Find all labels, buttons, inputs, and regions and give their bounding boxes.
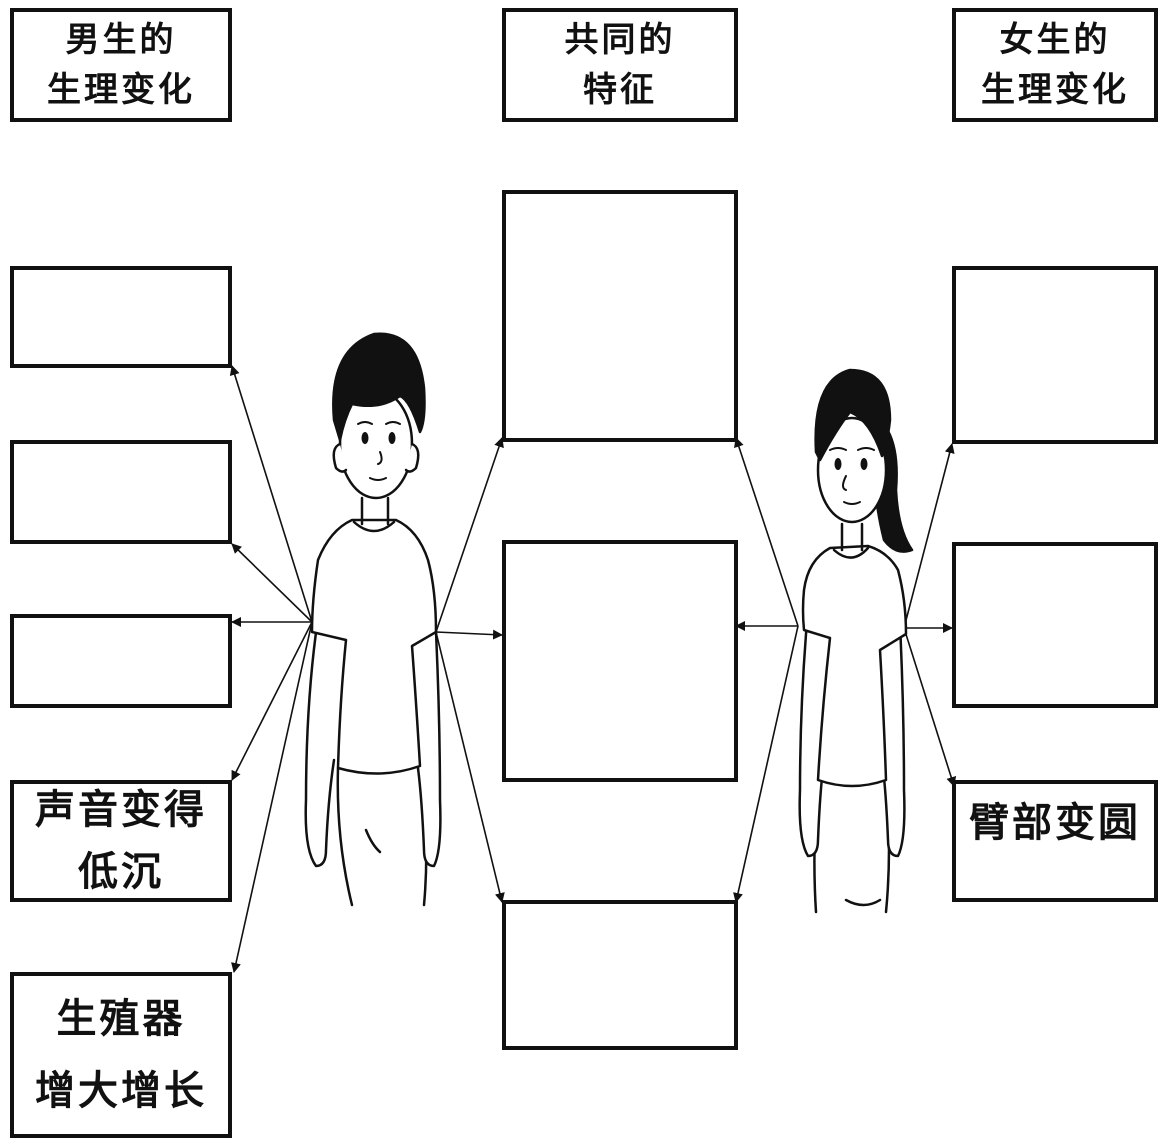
male-box-2[interactable] (10, 440, 232, 544)
male-box-4-text: 声音变得 低沉 (35, 786, 207, 895)
male-box-5-text: 生殖器 增大增长 (35, 995, 207, 1114)
header-common-features: 共同的 特征 (502, 8, 738, 122)
arrow-girl-to-common-box-3 (733, 625, 799, 903)
arrow-boy-to-common-box-1 (435, 437, 504, 633)
arrow-boy-to-common-box-3 (435, 631, 505, 903)
common-box-3[interactable] (502, 900, 738, 1050)
female-box-1[interactable] (952, 266, 1158, 444)
arrow-boy-to-male-box-5 (231, 621, 313, 973)
girl-figure (798, 368, 914, 914)
arrow-boy-to-common-box-2 (435, 629, 503, 640)
header-female-changes-label: 女生的 生理变化 (981, 20, 1129, 110)
header-female-changes: 女生的 生理变化 (952, 8, 1158, 122)
male-box-5: 生殖器 增大增长 (10, 972, 232, 1138)
girl-arrows (733, 437, 957, 903)
arrow-boy-to-male-box-2 (231, 543, 313, 623)
arrow-boy-to-male-box-1 (229, 365, 313, 623)
common-box-1[interactable] (502, 190, 738, 442)
male-box-1[interactable] (10, 266, 232, 368)
common-box-2[interactable] (502, 540, 738, 782)
header-common-features-label: 共同的 特征 (564, 20, 676, 110)
arrow-girl-to-female-box-1 (903, 443, 955, 629)
header-male-changes: 男生的 生理变化 (10, 8, 232, 122)
arrow-boy-to-male-box-4 (231, 621, 313, 781)
header-male-changes-label: 男生的 生理变化 (47, 20, 195, 110)
male-box-3[interactable] (10, 614, 232, 708)
arrow-girl-to-common-box-1 (734, 437, 799, 627)
female-box-3-text: 臂部变圆 (969, 799, 1141, 846)
arrow-girl-to-female-box-3 (903, 627, 957, 787)
female-box-3: 臂部变圆 (952, 780, 1158, 902)
boy-arrows (229, 365, 505, 973)
female-box-2[interactable] (952, 542, 1158, 708)
male-box-4: 声音变得 低沉 (10, 780, 232, 902)
boy-figure (304, 332, 442, 907)
